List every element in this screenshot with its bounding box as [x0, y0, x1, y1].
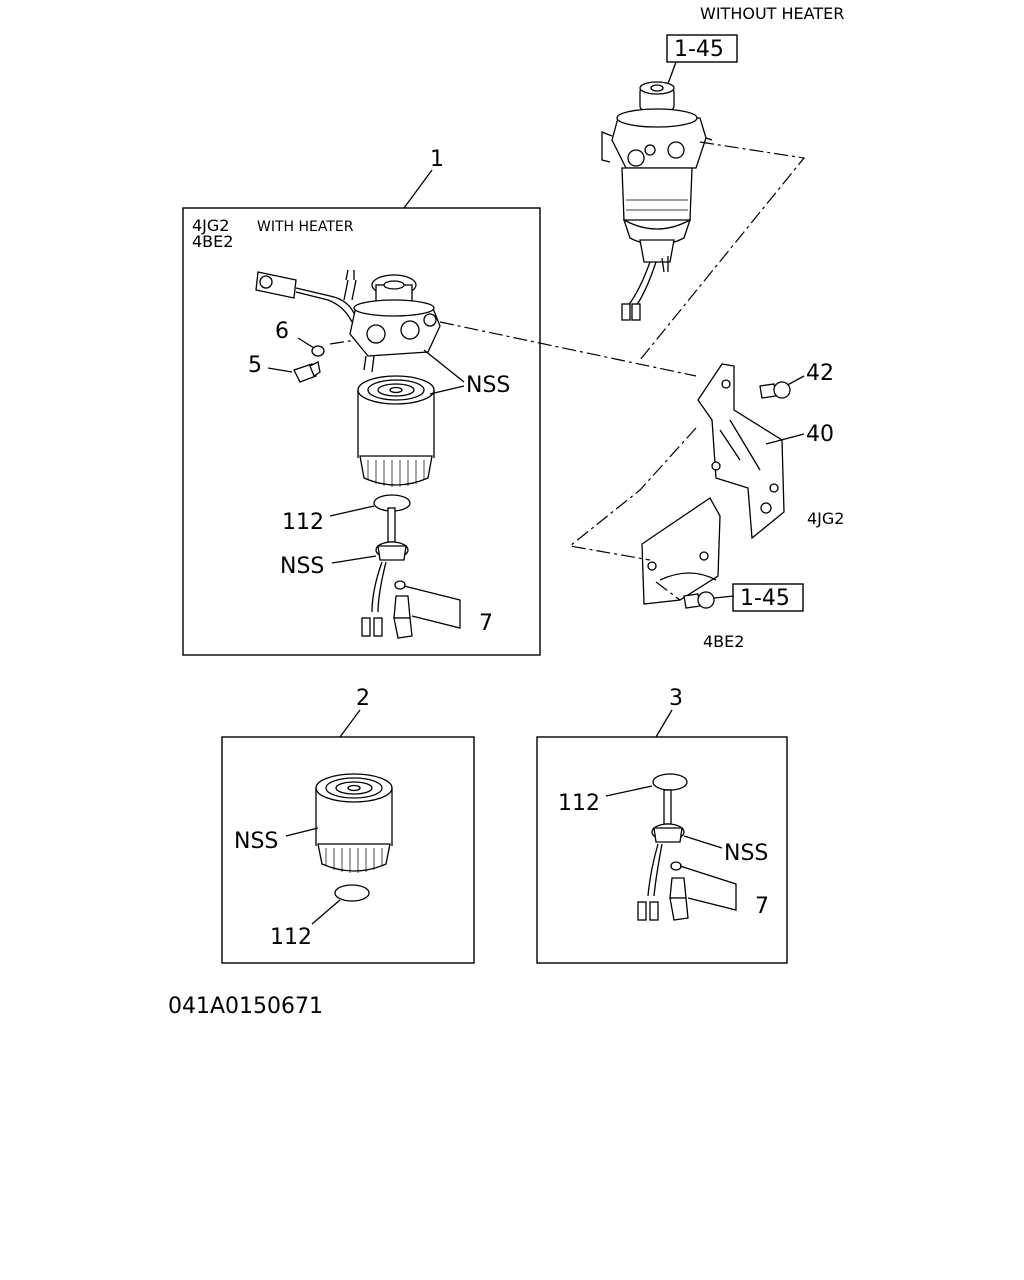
- callout-1: 1: [430, 147, 444, 172]
- nss-label-c: NSS: [234, 829, 278, 854]
- filter-cartridge-box1: [357, 375, 435, 487]
- drain-plug-7-box3: [669, 877, 689, 921]
- callout-6: 6: [275, 319, 289, 344]
- bolt-42: [759, 381, 791, 399]
- nss-label-b: NSS: [280, 554, 324, 579]
- nss-label-a: NSS: [466, 373, 510, 398]
- bolt-5: [293, 361, 321, 383]
- water-sensor-box1: [361, 507, 409, 637]
- drawing-number: 041A0150671: [168, 994, 323, 1019]
- filter-cartridge-box2: [315, 773, 393, 873]
- washer-6: [311, 345, 325, 357]
- bolt-1-45: [683, 591, 715, 609]
- nss-label-d: NSS: [724, 841, 768, 866]
- box-2-cartridge: [221, 736, 475, 964]
- callout-112-box1: 112: [282, 510, 324, 535]
- bracket-label-4be2: 4BE2: [703, 632, 744, 651]
- box1-engine-b: 4BE2: [192, 232, 233, 251]
- box1-engine-a: 4JG2: [192, 216, 229, 235]
- filter-assembly-without-heater: [601, 81, 713, 321]
- callout-2: 2: [356, 686, 370, 711]
- bracket-4be2: [641, 497, 721, 605]
- ref-label-top: 1-45: [674, 37, 724, 62]
- box-3-sensor: [536, 736, 788, 964]
- box-1-with-heater: [182, 207, 541, 656]
- water-sensor-box3: [637, 789, 685, 921]
- callout-3: 3: [669, 686, 683, 711]
- callout-112-box2: 112: [270, 925, 312, 950]
- ref-label-bracket: 1-45: [740, 586, 790, 611]
- callout-42: 42: [806, 361, 834, 386]
- ref-box-top: 1-45: [666, 34, 738, 63]
- o-ring-112-box2: [334, 884, 370, 902]
- filter-head-with-heater: [255, 269, 441, 373]
- drain-plug-7-box1: [393, 595, 413, 639]
- o-ring-112-box3: [652, 773, 688, 791]
- bracket-40: [697, 363, 785, 540]
- callout-7-box1: 7: [479, 611, 493, 636]
- ref-box-bracket: 1-45: [732, 583, 804, 612]
- bracket-label-4jg2: 4JG2: [807, 509, 844, 528]
- callout-5: 5: [248, 353, 262, 378]
- callout-112-box3: 112: [558, 791, 600, 816]
- without-heater-note: WITHOUT HEATER: [700, 4, 844, 23]
- box1-heater-note: WITH HEATER: [257, 219, 354, 235]
- callout-7-box3: 7: [755, 894, 769, 919]
- callout-40: 40: [806, 422, 834, 447]
